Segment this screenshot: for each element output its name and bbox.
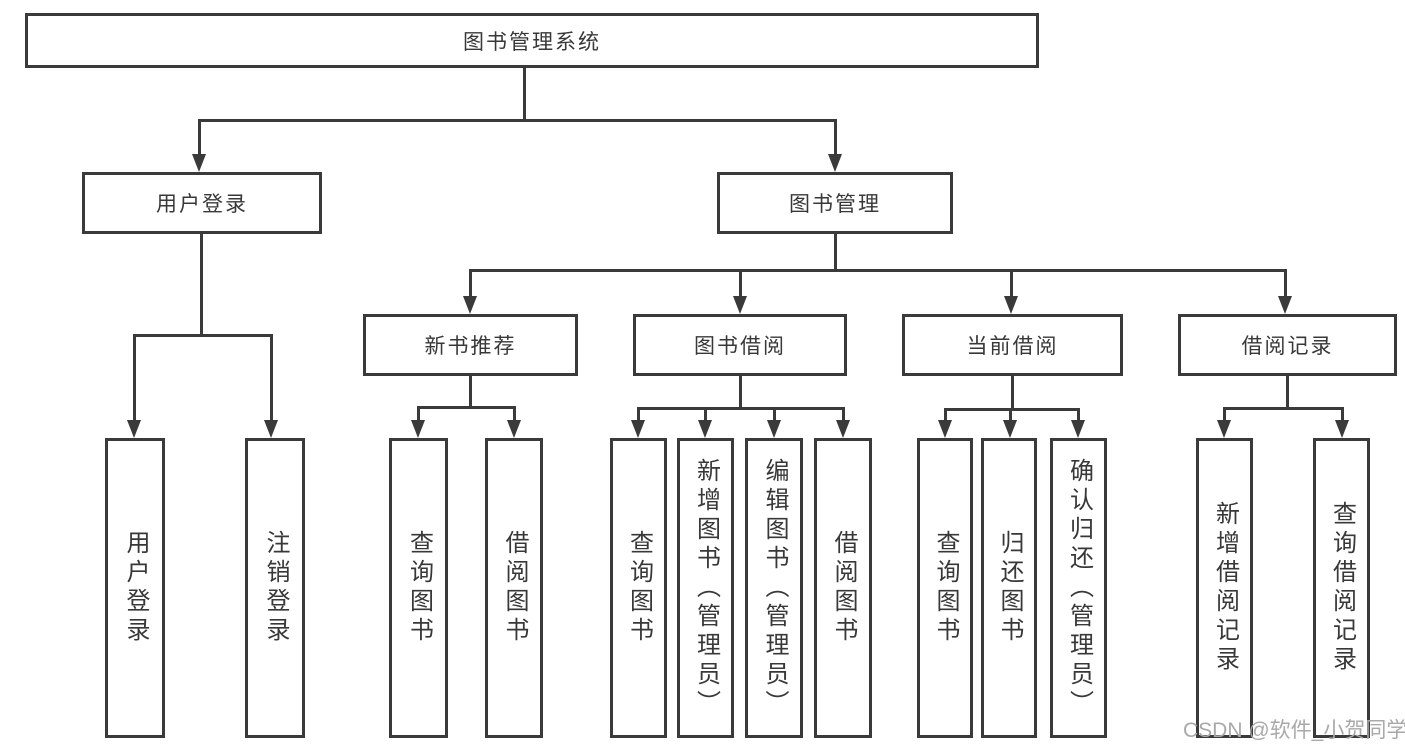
connector-line <box>417 406 516 409</box>
node-label: 用户登录 <box>122 530 149 646</box>
connector-line <box>739 269 742 296</box>
connector-line <box>469 269 472 296</box>
connector-line <box>1284 269 1287 296</box>
connector-arrowhead-icon <box>938 420 952 438</box>
connector-line <box>469 269 1287 272</box>
node-book-borrow: 图书借阅 <box>633 314 847 376</box>
connector-arrowhead-icon <box>507 420 521 438</box>
connector-line <box>834 119 837 154</box>
node-book-management: 图书管理 <box>717 172 953 234</box>
connector-line <box>637 407 844 410</box>
connector-line <box>739 376 742 409</box>
node-label: 查询借阅记录 <box>1328 501 1356 675</box>
connector-line <box>1223 407 1226 420</box>
connector-line <box>198 119 201 154</box>
leaf-records-query-record: 查询借阅记录 <box>1313 438 1370 738</box>
connector-line <box>1341 407 1344 420</box>
node-label: 图书借阅 <box>694 335 786 358</box>
connector-line <box>133 334 273 337</box>
node-current-borrow: 当前借阅 <box>902 314 1123 376</box>
connector-line <box>1010 269 1013 296</box>
connector-arrowhead-icon <box>264 420 278 438</box>
leaf-borrow-borrow-books: 借阅图书 <box>814 438 872 738</box>
node-label: 新增图书（管理员） <box>692 457 720 719</box>
node-label: 新书推荐 <box>424 335 517 358</box>
node-label: 借阅图书 <box>830 530 857 646</box>
leaf-current-confirm-return-admin: 确认归还（管理员） <box>1050 438 1107 738</box>
leaf-borrow-query-books: 查询图书 <box>610 438 667 738</box>
connector-arrowhead-icon <box>836 420 850 438</box>
node-root-system: 图书管理系统 <box>25 13 1039 68</box>
connector-arrowhead-icon <box>1004 296 1018 314</box>
connector-line <box>834 234 837 271</box>
connector-line <box>944 408 947 420</box>
leaf-user-login: 用户登录 <box>105 438 165 738</box>
connector-arrowhead-icon <box>411 420 425 438</box>
node-user-login: 用户登录 <box>82 172 322 234</box>
connector-arrowhead-icon <box>1335 420 1349 438</box>
connector-line <box>1223 407 1343 410</box>
connector-line <box>1077 408 1080 420</box>
connector-arrowhead-icon <box>127 420 141 438</box>
leaf-logout: 注销登录 <box>245 438 305 738</box>
connector-arrowhead-icon <box>828 154 842 172</box>
connector-line <box>523 68 526 120</box>
csdn-watermark: CSDN @软件_小贺同学 <box>1183 719 1405 742</box>
node-label: 归还图书 <box>996 530 1023 646</box>
node-label: 查询图书 <box>625 530 653 646</box>
leaf-borrow-edit-books-admin: 编辑图书（管理员） <box>745 438 803 738</box>
connector-line <box>944 408 1080 411</box>
node-label: 查询图书 <box>932 530 959 646</box>
leaf-records-add-record: 新增借阅记录 <box>1196 438 1253 738</box>
leaf-recommend-query-books: 查询图书 <box>389 438 448 738</box>
connector-line <box>773 407 776 420</box>
node-label: 确认归还（管理员） <box>1065 457 1093 719</box>
node-label: 图书管理系统 <box>463 30 601 54</box>
connector-line <box>469 376 472 408</box>
connector-line <box>417 406 420 420</box>
connector-line <box>133 334 136 420</box>
connector-arrowhead-icon <box>1003 420 1017 438</box>
node-label: 注销登录 <box>262 530 289 646</box>
connector-line <box>1011 376 1014 410</box>
leaf-current-return-books: 归还图书 <box>981 438 1037 738</box>
connector-line <box>270 334 273 420</box>
node-label: 新增借阅记录 <box>1211 501 1239 675</box>
connector-line <box>1009 408 1012 420</box>
connector-arrowhead-icon <box>463 296 477 314</box>
connector-arrowhead-icon <box>767 420 781 438</box>
connector-line <box>513 406 516 420</box>
connector-line <box>1286 376 1289 409</box>
connector-line <box>198 119 836 122</box>
connector-arrowhead-icon <box>631 420 645 438</box>
node-borrow-records: 借阅记录 <box>1178 314 1397 376</box>
connector-line <box>637 407 640 420</box>
connector-arrowhead-icon <box>192 154 206 172</box>
node-label: 图书管理 <box>789 193 881 216</box>
connector-arrowhead-icon <box>698 420 712 438</box>
leaf-recommend-borrow-books: 借阅图书 <box>485 438 543 738</box>
node-label: 编辑图书（管理员） <box>761 457 788 719</box>
connector-line <box>842 407 845 420</box>
leaf-borrow-add-books-admin: 新增图书（管理员） <box>677 438 734 738</box>
node-label: 查询图书 <box>405 530 433 646</box>
connector-line <box>200 234 203 336</box>
connector-line <box>704 407 707 420</box>
leaf-current-query-books: 查询图书 <box>917 438 973 738</box>
node-label: 借阅图书 <box>501 530 528 646</box>
connector-arrowhead-icon <box>1071 420 1085 438</box>
connector-arrowhead-icon <box>1217 420 1231 438</box>
connector-arrowhead-icon <box>733 296 747 314</box>
node-new-book-recommend: 新书推荐 <box>363 314 578 376</box>
connector-arrowhead-icon <box>1278 296 1292 314</box>
node-label: 当前借阅 <box>966 335 1059 358</box>
node-label: 借阅记录 <box>1241 335 1334 358</box>
node-label: 用户登录 <box>156 193 248 216</box>
